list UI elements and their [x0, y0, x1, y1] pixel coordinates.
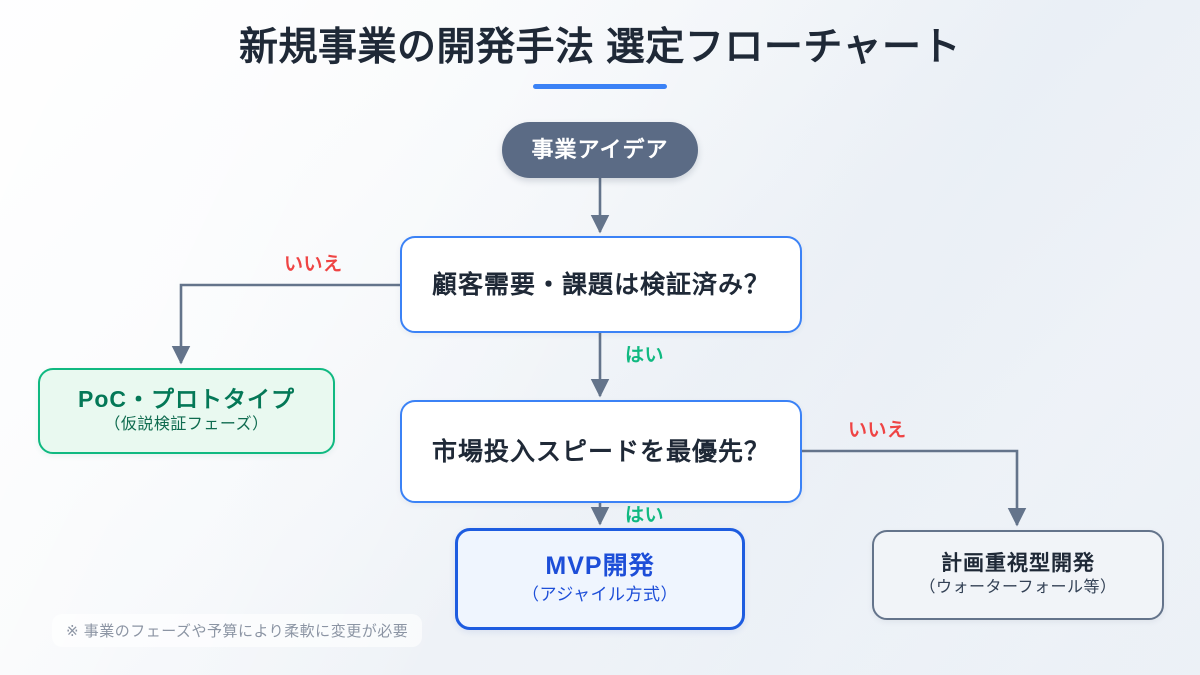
node-poc-label: PoC・プロトタイプ [78, 385, 295, 412]
title-underline-accent [533, 84, 667, 89]
node-waterfall-label: 計画重視型開発 [941, 552, 1095, 575]
node-outcome-mvp[interactable]: MVP開発 （アジャイル方式） [455, 528, 745, 630]
node-outcome-waterfall[interactable]: 計画重視型開発 （ウォーターフォール等） [872, 530, 1164, 620]
node-mvp-sublabel: （アジャイル方式） [522, 585, 678, 605]
node-decision-demand-validated[interactable]: 顧客需要・課題は検証済み？ [400, 236, 802, 333]
node-poc-sublabel: （仮説検証フェーズ） [104, 416, 269, 434]
edge-label-decision1-yes: はい [625, 345, 665, 366]
node-outcome-poc[interactable]: PoC・プロトタイプ （仮説検証フェーズ） [38, 368, 335, 454]
edge-decision1-no-to-poc [171, 283, 400, 365]
node-start-label: 事業アイデア [531, 136, 669, 162]
node-waterfall-sublabel: （ウォーターフォール等） [919, 579, 1117, 597]
node-start-business-idea[interactable]: 事業アイデア [502, 122, 698, 178]
node-decision-1-label: 顧客需要・課題は検証済み？ [431, 270, 770, 299]
node-decision-2-label: 市場投入スピードを最優先？ [431, 437, 770, 466]
edge-label-decision1-no: いいえ [284, 254, 343, 275]
page-title: 新規事業の開発手法 選定フローチャート [239, 26, 961, 69]
edge-decision2-no-to-waterfall [802, 449, 1027, 527]
footnote-note: ※ 事業のフェーズや予算により柔軟に変更が必要 [52, 614, 423, 647]
node-mvp-label: MVP開発 [545, 552, 655, 581]
node-decision-speed-priority[interactable]: 市場投入スピードを最優先？ [400, 400, 802, 503]
edge-label-decision2-no: いいえ [848, 420, 907, 441]
edge-label-decision2-yes: はい [625, 505, 665, 526]
